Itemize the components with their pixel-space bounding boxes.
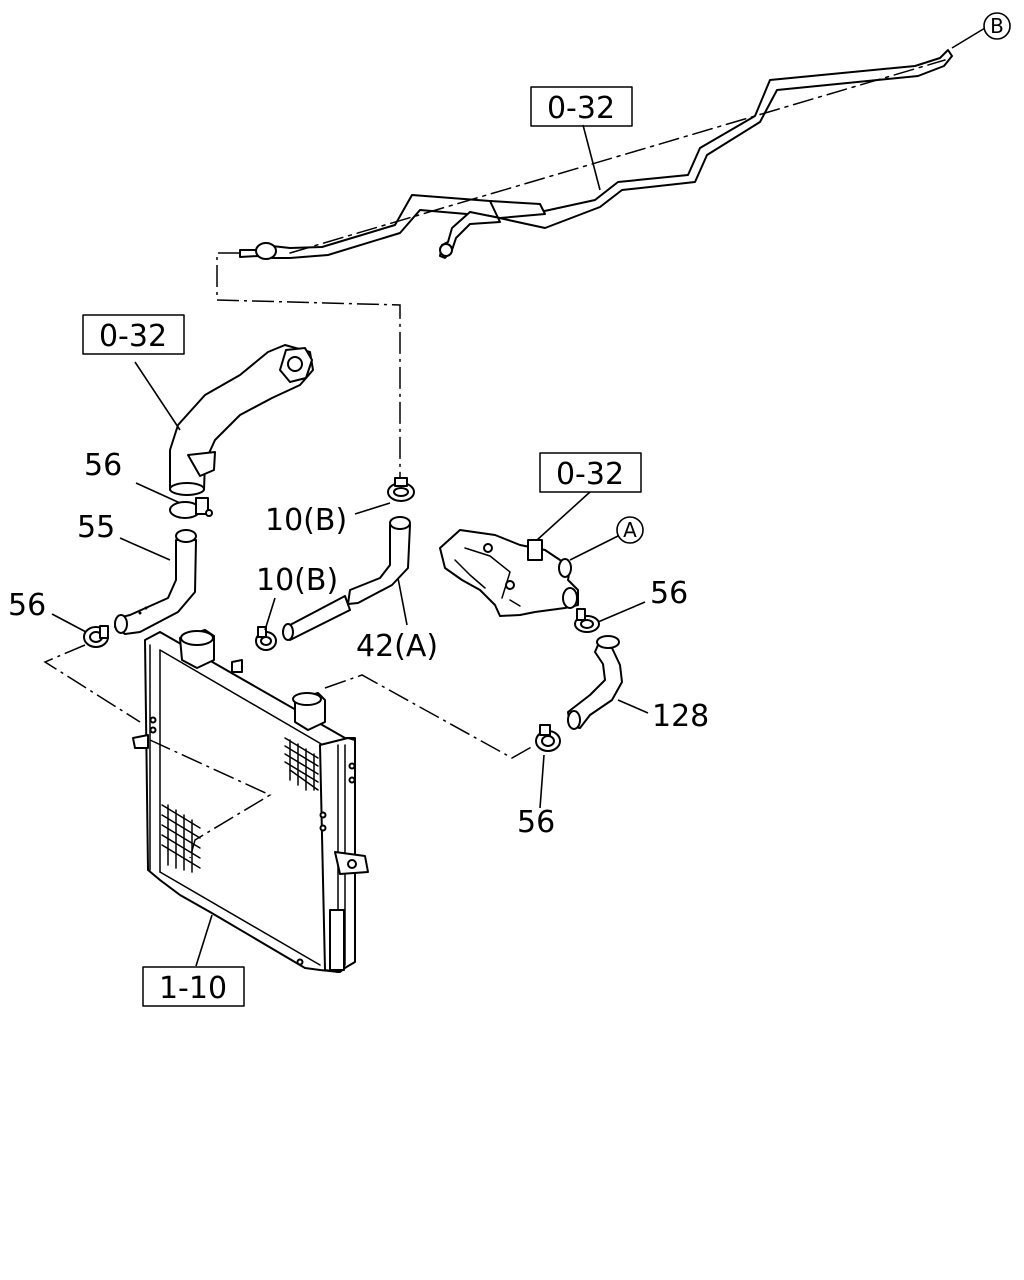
label-56-left: 56 [8, 588, 46, 623]
water-pipe-assembly [239, 49, 953, 260]
label-10b-upper: 10(B) [265, 503, 347, 538]
ref-box-housing: 0-32 [539, 452, 642, 493]
leader-lines [51, 27, 986, 967]
hose-clamp-56-right [574, 608, 600, 633]
ref-box-radiator: 1-10 [142, 966, 245, 1007]
label-56-top: 56 [84, 448, 122, 483]
hose-clamp-10b-lower [255, 626, 277, 651]
ref-box-pipe: 0-32 [530, 86, 633, 127]
label-55: 55 [77, 510, 115, 545]
hose-55 [114, 529, 197, 635]
ref-box-radiator-text: 1-10 [159, 971, 227, 1006]
callout-b: B [983, 12, 1011, 40]
hose-clamp-56-bottom [535, 724, 561, 752]
label-42a: 42(A) [356, 629, 438, 664]
radiator-core-hatch [161, 737, 319, 873]
label-128: 128 [652, 699, 709, 734]
ref-box-elbow-text: 0-32 [99, 319, 167, 354]
hose-clamp-56-left [83, 625, 109, 648]
hose-clamp-10b-upper [387, 477, 415, 502]
hose-128 [567, 635, 623, 730]
callout-b-text: B [990, 14, 1004, 38]
ref-box-housing-text: 0-32 [556, 457, 624, 492]
callout-a: A [616, 516, 644, 544]
ref-box-pipe-text: 0-32 [547, 91, 615, 126]
connection-lines [43, 252, 401, 723]
label-56-bottom: 56 [517, 805, 555, 840]
hose-42a [282, 516, 411, 641]
callout-a-text: A [623, 518, 637, 542]
label-10b-lower: 10(B) [256, 563, 338, 598]
thermostat-housing [439, 529, 579, 617]
radiator [132, 629, 536, 973]
upper-elbow-pipe [134, 344, 314, 496]
ref-box-elbow: 0-32 [82, 314, 185, 355]
hose-clamp-56-top [169, 497, 213, 519]
label-56-right: 56 [650, 576, 688, 611]
